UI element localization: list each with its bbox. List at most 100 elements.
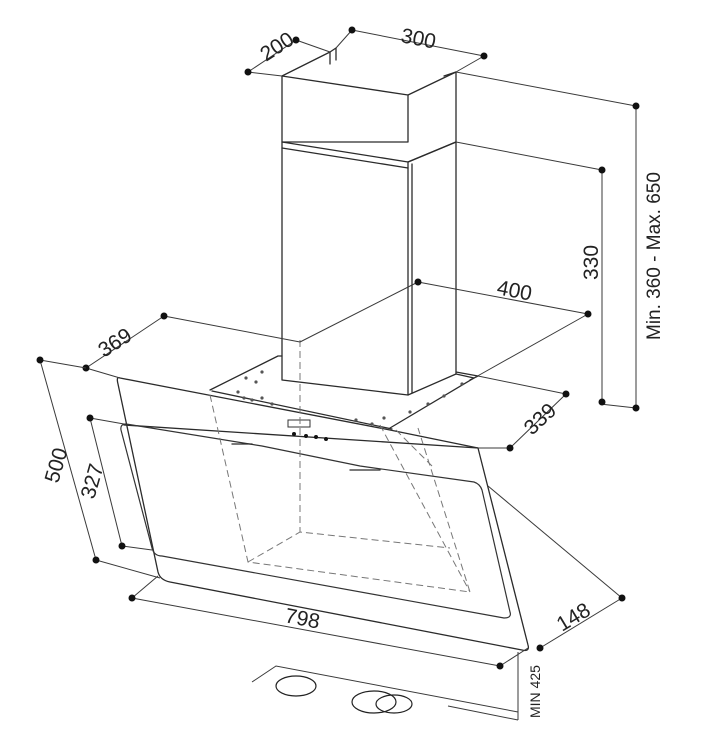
chimney-upper-front	[281, 75, 409, 143]
hidden-side-edge	[379, 424, 471, 593]
dim-ext-798	[131, 575, 529, 667]
control-button	[304, 434, 308, 438]
dim-line-500	[39, 359, 97, 561]
dim-line-798	[131, 597, 501, 667]
dim-dot	[506, 444, 514, 452]
control-button	[292, 432, 296, 436]
vent-dot	[236, 390, 240, 394]
dim-ext-148	[487, 485, 623, 599]
chimney-upper-lip	[329, 47, 337, 61]
hidden-edge	[395, 429, 433, 467]
hood-top-outline	[209, 355, 475, 429]
dim-ext-400	[299, 281, 589, 379]
chimney	[281, 47, 457, 396]
glass-outer	[116, 376, 530, 652]
vent-dot	[244, 376, 248, 380]
dim-dot	[632, 102, 640, 110]
vent-dot	[460, 382, 464, 386]
dim-ext-330	[455, 141, 603, 171]
label-chimney-height: 330	[580, 245, 603, 280]
dim-dot	[480, 52, 488, 60]
hood-top-front-edge	[211, 390, 393, 430]
dim-ext-min-425	[447, 705, 519, 721]
label-min-clearance: MIN 425	[527, 665, 543, 718]
dim-line-339	[509, 393, 567, 449]
burner-icon	[351, 690, 397, 714]
dim-ext-300	[335, 29, 485, 73]
label-chimney-width: 300	[399, 24, 438, 53]
control-display	[287, 419, 311, 428]
label-total-height: Min. 360 - Max. 650	[644, 172, 665, 340]
dim-line-200	[247, 39, 297, 73]
label-chimney-depth: 200	[256, 28, 298, 66]
dim-dot	[160, 312, 168, 320]
label-hood-height: 500	[41, 445, 73, 485]
cooktop-outline	[251, 665, 519, 713]
hidden-filter-back	[247, 531, 451, 563]
vent-dot	[426, 402, 430, 406]
glass-top-edge	[123, 424, 479, 449]
dim-ext-total-height	[455, 71, 637, 409]
dim-dot	[536, 644, 544, 652]
hood-top	[209, 355, 479, 430]
vent-dot	[260, 370, 264, 374]
chimney-upper-top-left	[281, 51, 331, 77]
dim-dot	[632, 404, 640, 412]
vent-dot	[270, 402, 274, 406]
dim-dot	[244, 68, 252, 76]
dim-ext-339	[477, 375, 567, 449]
vent-dot	[242, 396, 246, 400]
burner-icon	[275, 675, 317, 697]
hidden-filter-box	[209, 394, 471, 593]
dim-dot	[618, 594, 626, 602]
dimension-labels: 200 300 Min. 360 - Max. 650 330 400 369 …	[41, 24, 665, 718]
dim-dot	[598, 166, 606, 174]
dim-dot	[414, 278, 422, 286]
cooktop	[251, 665, 519, 714]
glass-panel	[116, 376, 530, 652]
dim-ext-369	[85, 315, 301, 379]
glass-inner	[120, 423, 511, 619]
vent-dot	[260, 396, 264, 400]
dim-line-327	[89, 417, 123, 547]
dim-dot	[86, 414, 94, 422]
dim-dot	[128, 594, 136, 602]
hidden-edges	[209, 340, 471, 593]
dim-dot	[36, 356, 44, 364]
vent-dot	[408, 410, 412, 414]
dim-line-300	[351, 29, 485, 57]
dim-dot	[92, 556, 100, 564]
vent-dot	[382, 416, 386, 420]
dim-line-148	[539, 597, 623, 649]
label-hood-width: 798	[283, 604, 322, 633]
vent-dot	[254, 380, 258, 384]
label-top-depth: 369	[94, 324, 136, 362]
dim-dot	[496, 662, 504, 670]
burner-icon	[375, 694, 413, 714]
control-button	[324, 437, 328, 441]
dim-ext-327	[89, 417, 153, 551]
dim-dot	[348, 26, 356, 34]
dim-dot	[598, 398, 606, 406]
vent-dot	[442, 394, 446, 398]
dim-ext-200	[247, 39, 331, 77]
label-glass-height: 327	[77, 461, 109, 501]
chimney-upper-side	[407, 71, 457, 163]
chimney-seam	[281, 147, 409, 169]
dim-dot	[584, 310, 592, 318]
vent-dot	[370, 422, 374, 426]
dim-line-400	[417, 281, 589, 315]
dim-dot	[118, 542, 126, 550]
label-mount-width: 400	[495, 276, 534, 305]
control-button	[314, 435, 318, 439]
dim-ext-500	[39, 359, 161, 579]
vent-dot	[354, 418, 358, 422]
dimension-lines	[36, 26, 640, 721]
chimney-lower-side	[407, 141, 457, 396]
dim-dot	[562, 390, 570, 398]
label-hood-projection: 148	[553, 599, 595, 637]
vent-dot	[250, 398, 254, 402]
chimney-lower-front	[281, 141, 409, 396]
dim-line-369	[85, 315, 165, 369]
